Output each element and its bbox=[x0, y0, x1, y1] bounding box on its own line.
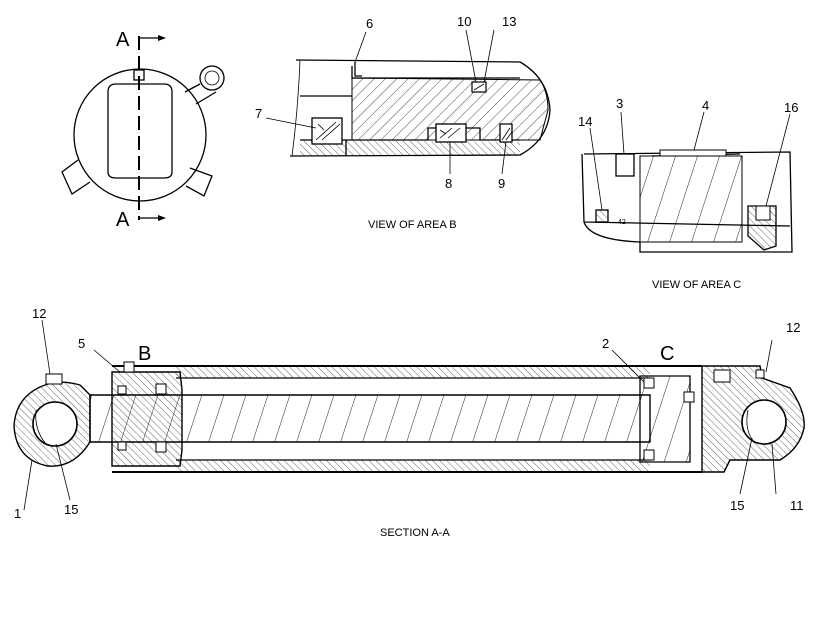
area-c-marker: C bbox=[660, 343, 674, 365]
label-4: 4 bbox=[702, 98, 709, 113]
svg-text:42: 42 bbox=[618, 219, 626, 226]
label-12-right: 12 bbox=[786, 320, 800, 335]
label-8: 8 bbox=[445, 176, 452, 191]
caption-view-area-b: VIEW OF AREA B bbox=[368, 219, 457, 231]
label-12-left: 12 bbox=[32, 306, 46, 321]
label-15-right: 15 bbox=[730, 498, 744, 513]
section-marker-top: A bbox=[116, 29, 130, 51]
label-2: 2 bbox=[602, 336, 609, 351]
section-marker-bottom: A bbox=[116, 209, 130, 231]
end-view-detail: A A bbox=[61, 29, 225, 231]
label-5: 5 bbox=[78, 336, 85, 351]
view-area-c: 42 3 4 16 14 VIEW OF AREA C bbox=[578, 96, 798, 291]
label-10: 10 bbox=[457, 14, 471, 29]
section-a-a: 12 5 B 2 C 12 1 15 15 11 SECTION A-A bbox=[13, 306, 805, 539]
label-15-left: 15 bbox=[64, 502, 78, 517]
label-1: 1 bbox=[14, 506, 21, 521]
area-b-marker: B bbox=[138, 343, 151, 365]
label-6: 6 bbox=[366, 16, 373, 31]
label-9: 9 bbox=[498, 176, 505, 191]
label-3: 3 bbox=[616, 96, 623, 111]
label-14: 14 bbox=[578, 114, 592, 129]
view-area-b: 6 10 13 7 8 9 VIEW OF AREA B bbox=[255, 14, 551, 231]
caption-section-a-a: SECTION A-A bbox=[380, 527, 450, 539]
label-11: 11 bbox=[790, 498, 804, 513]
caption-view-area-c: VIEW OF AREA C bbox=[652, 279, 741, 291]
label-13: 13 bbox=[502, 14, 516, 29]
label-7: 7 bbox=[255, 106, 262, 121]
label-16: 16 bbox=[784, 100, 798, 115]
